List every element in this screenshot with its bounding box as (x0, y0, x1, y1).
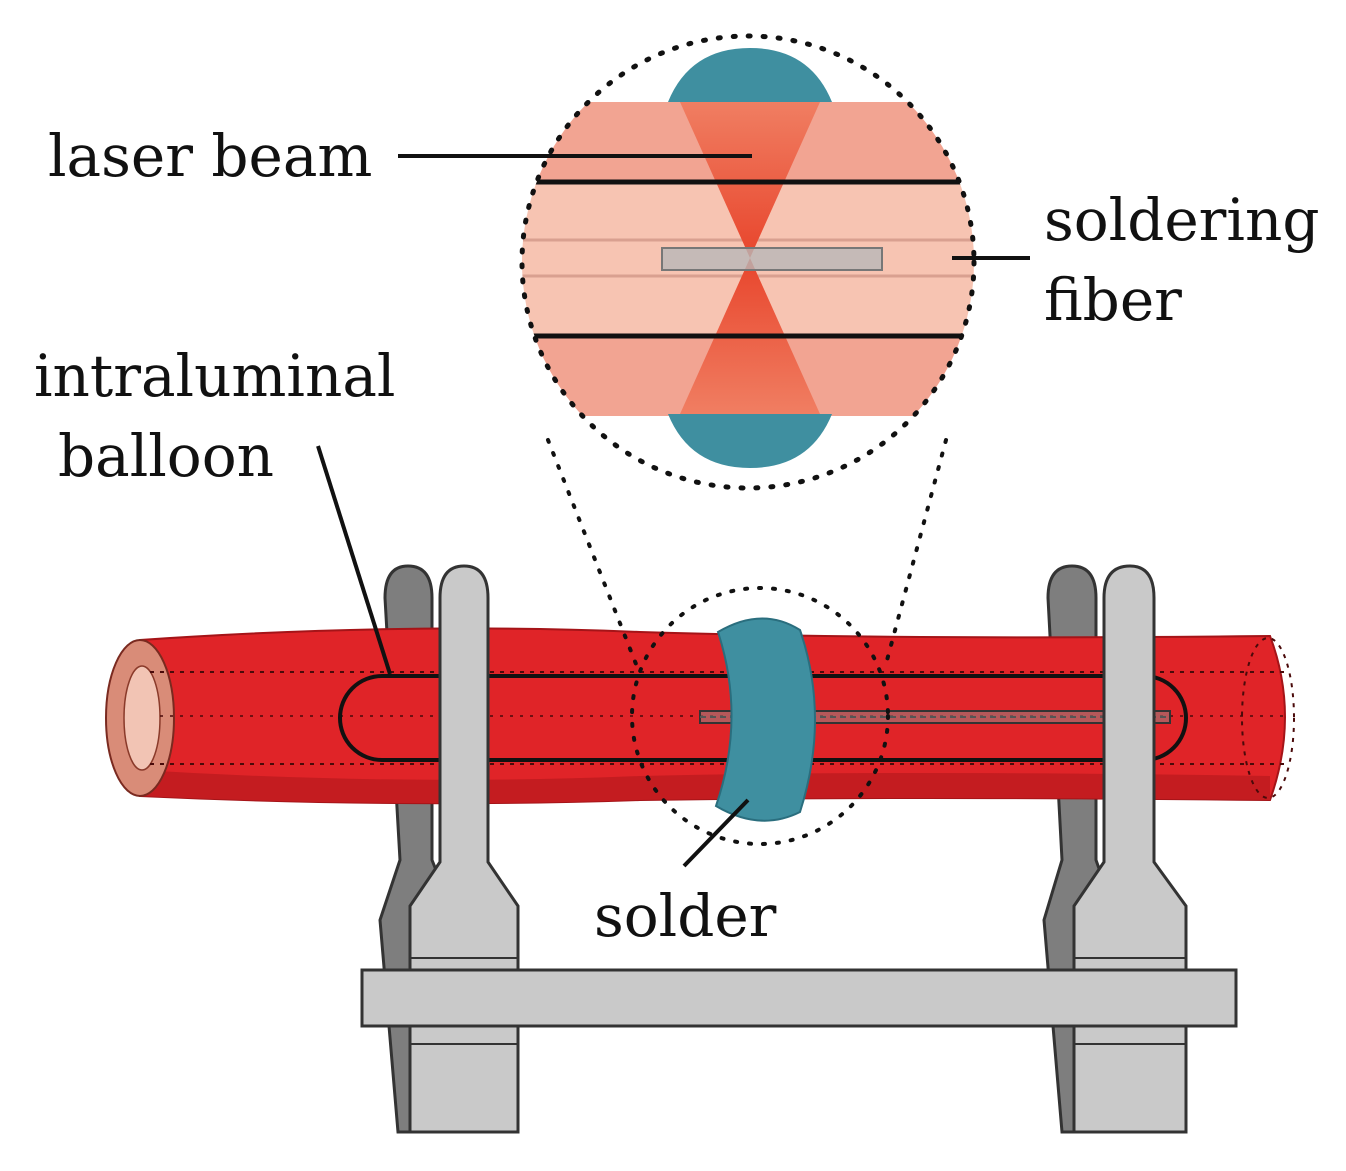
label-intraluminal-balloon-line2: balloon (58, 422, 274, 490)
intraluminal-balloon-leader (316, 445, 392, 675)
solder-zone-dotted-circle (630, 586, 890, 846)
soldering-fiber (699, 710, 1171, 724)
inset-fiber-tip (661, 247, 883, 271)
inset-detail (519, 33, 977, 491)
zoom-line-left (546, 438, 638, 666)
vessel-shading (140, 770, 1270, 804)
inset-dotted-border (519, 33, 977, 491)
solder (714, 617, 816, 822)
inset-solder-bottom (668, 414, 832, 468)
vessel-far-end (1241, 637, 1295, 799)
clamp-crossbar (360, 968, 1238, 1028)
inset-solder-top (668, 48, 832, 102)
zoom-line-right (884, 438, 948, 666)
label-solder: solder (594, 882, 777, 950)
label-laser-beam: laser beam (48, 122, 372, 190)
solder-leader (682, 798, 750, 868)
vessel-lumen (123, 665, 161, 771)
label-soldering-fiber-line2: fiber (1044, 266, 1182, 334)
label-intraluminal-balloon-line1: intraluminal (34, 342, 395, 410)
label-soldering-fiber-line1: soldering (1044, 186, 1319, 254)
